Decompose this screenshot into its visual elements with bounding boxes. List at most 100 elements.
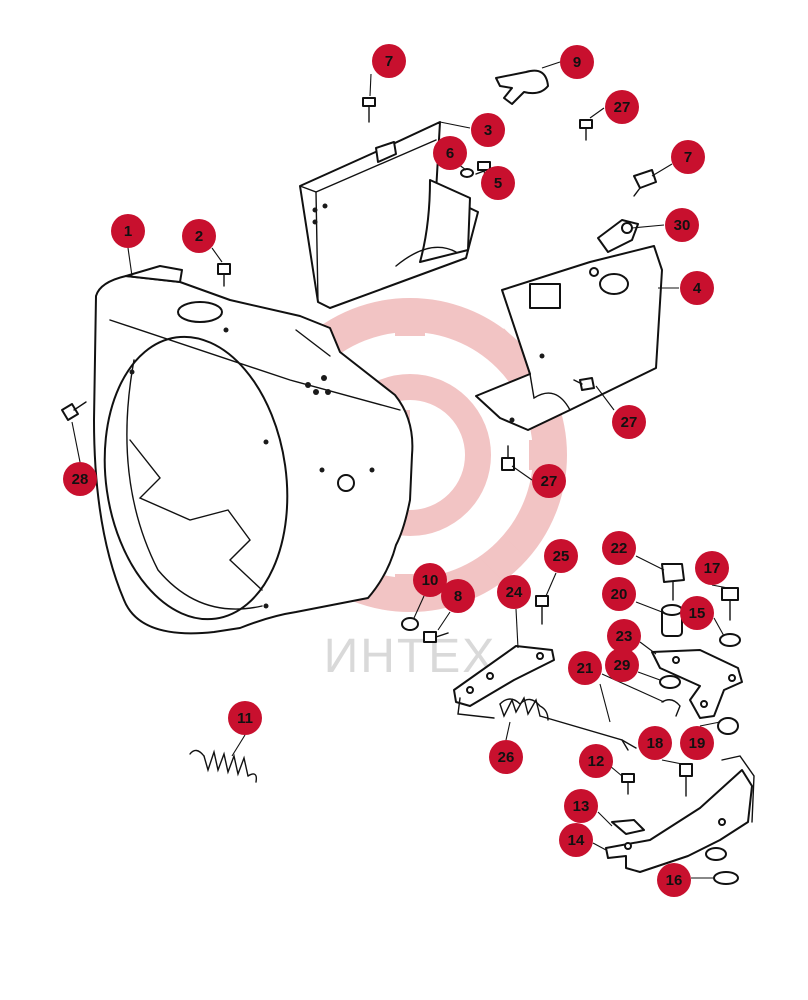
callout-13: 13: [564, 789, 598, 823]
callout-number: 3: [484, 122, 492, 139]
part-lower-bracket: [605, 755, 755, 873]
part-spring-11: [189, 749, 258, 783]
callout-10: 10: [413, 563, 447, 597]
callout-27: 27: [605, 90, 639, 124]
callout-3: 3: [471, 113, 505, 147]
callout-20: 20: [602, 577, 636, 611]
callout-badge: [602, 531, 636, 565]
callout-number: 2: [195, 228, 203, 245]
callout-badge: [612, 405, 646, 439]
callout-number: 20: [611, 586, 628, 603]
callout-number: 9: [573, 54, 581, 71]
washer-19: [717, 717, 739, 735]
callout-number: 30: [674, 217, 691, 234]
clip-21: [661, 699, 681, 717]
callout-number: 1: [124, 223, 132, 240]
callout-9: 9: [560, 45, 594, 79]
callout-17: 17: [695, 551, 729, 585]
callout-number: 19: [689, 735, 706, 752]
callout-number: 8: [454, 588, 462, 605]
bolt-22: [661, 563, 685, 601]
callout-27: 27: [532, 464, 566, 498]
screw-27-top: [579, 119, 593, 141]
part-screws: [61, 97, 741, 885]
callout-badge: [564, 789, 598, 823]
callout-badge: [481, 166, 515, 200]
callout-badge: [605, 90, 639, 124]
callout-number: 17: [704, 560, 721, 577]
screw-27-low: [501, 445, 515, 471]
callout-badge: [433, 136, 467, 170]
screw-28: [61, 401, 87, 421]
callout-number: 13: [573, 798, 590, 815]
washer-10: [401, 617, 419, 631]
callout-7: 7: [671, 140, 705, 174]
callout-badge: [607, 619, 641, 653]
part-throttle-bracket: [453, 645, 555, 719]
callout-badge: [372, 44, 406, 78]
callout-22: 22: [602, 531, 636, 565]
callout-number: 11: [237, 710, 253, 727]
callout-23: 23: [607, 619, 641, 653]
part-blower-housing: [93, 265, 414, 635]
watermark-text: ИНТЕХ: [324, 630, 497, 683]
callout-number: 5: [494, 175, 502, 192]
spacer-20: [661, 604, 683, 637]
callout-number: 21: [577, 660, 594, 677]
callout-badge: [568, 651, 602, 685]
callout-27: 27: [612, 405, 646, 439]
part-linkage-plate: [651, 649, 743, 719]
callout-6: 6: [433, 136, 467, 170]
washer-29: [659, 675, 681, 689]
part-top-shroud: [299, 121, 479, 309]
washer-16: [713, 871, 739, 885]
part-return-spring: [499, 696, 637, 751]
callout-badge: [532, 464, 566, 498]
callout-11: 11: [228, 701, 262, 735]
callout-badge: [680, 596, 714, 630]
callout-badge: [602, 577, 636, 611]
callout-number: 28: [72, 471, 89, 488]
bolt-17: [721, 587, 739, 621]
callout-26: 26: [489, 740, 523, 774]
callout-2: 2: [182, 219, 216, 253]
callout-number: 22: [611, 540, 628, 557]
callout-number: 23: [616, 628, 633, 645]
callout-24: 24: [497, 575, 531, 609]
washer-15: [719, 633, 741, 647]
callout-badge: [471, 113, 505, 147]
callout-number: 27: [614, 99, 631, 116]
callout-badge: [111, 214, 145, 248]
part-bracket-30: [597, 219, 639, 253]
callout-number: 7: [385, 53, 393, 70]
callout-15: 15: [680, 596, 714, 630]
callout-28: 28: [63, 462, 97, 496]
callout-number: 25: [553, 548, 570, 565]
screw-2: [217, 263, 231, 287]
callout-badge: [560, 45, 594, 79]
callout-badge: [63, 462, 97, 496]
callout-badge: [638, 726, 672, 760]
screw-18: [679, 763, 693, 797]
callout-1: 1: [111, 214, 145, 248]
callout-16: 16: [657, 863, 691, 897]
screw-8: [423, 631, 449, 643]
callout-14: 14: [559, 823, 593, 857]
callout-number: 14: [568, 832, 585, 849]
callout-number: 26: [498, 749, 515, 766]
callout-number: 15: [689, 605, 706, 622]
callout-badge: [665, 208, 699, 242]
callout-badge: [489, 740, 523, 774]
callout-badge: [441, 579, 475, 613]
callout-30: 30: [665, 208, 699, 242]
callout-badge: [579, 744, 613, 778]
callout-badge: [559, 823, 593, 857]
screw-12: [621, 773, 635, 795]
callout-number: 18: [647, 735, 664, 752]
callout-18: 18: [638, 726, 672, 760]
callout-badge: [657, 863, 691, 897]
callout-badge: [680, 271, 714, 305]
callout-badge: [497, 575, 531, 609]
callout-number: 16: [666, 872, 683, 889]
